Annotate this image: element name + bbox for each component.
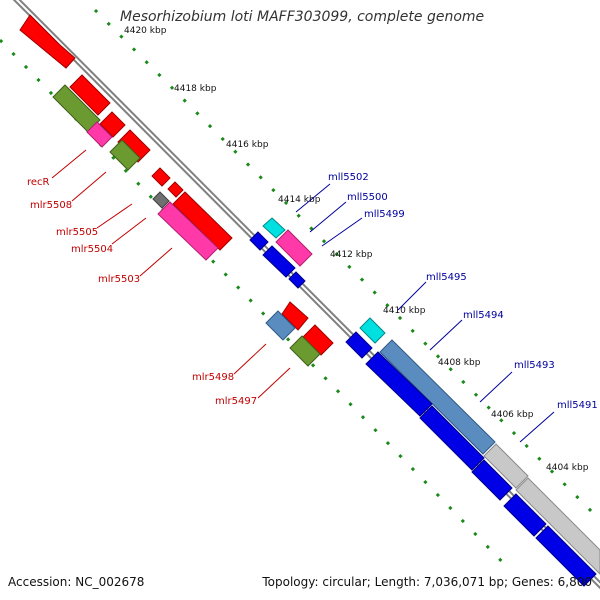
gene-label[interactable]: mlr5508 xyxy=(30,200,72,211)
gene-olive[interactable] xyxy=(109,139,141,171)
gene-label[interactable]: mll5500 xyxy=(347,192,388,203)
gene-steel-blue[interactable] xyxy=(265,310,296,341)
tick-label: 4416 kbp xyxy=(226,140,269,150)
gene-label[interactable]: mlr5503 xyxy=(98,274,140,285)
outer-scale-line xyxy=(93,8,600,522)
leader-line xyxy=(51,149,87,179)
accession-text: Accession: NC_002678 xyxy=(8,575,145,589)
gene-label[interactable]: mlr5504 xyxy=(71,244,113,255)
leader-line xyxy=(233,343,267,375)
gene-olive[interactable] xyxy=(289,335,321,367)
scale-lines xyxy=(0,8,600,572)
gene-label[interactable]: mll5499 xyxy=(364,209,405,220)
leader-line xyxy=(139,247,173,277)
gene-reverse[interactable] xyxy=(249,231,269,251)
leader-line xyxy=(397,281,427,311)
forward-genes xyxy=(19,14,334,356)
gene-label[interactable]: mll5495 xyxy=(426,272,467,283)
tick-labels: 4420 kbp 4418 kbp 4416 kbp 4414 kbp 4412… xyxy=(124,26,589,473)
reverse-gene-labels: mll5502 mll5500 mll5499 mll5495 mll5494 … xyxy=(328,172,598,411)
gene-label[interactable]: mll5493 xyxy=(514,360,555,371)
gene-pink[interactable] xyxy=(157,201,219,261)
tick-label: 4410 kbp xyxy=(383,306,426,316)
gene-gray-dark[interactable] xyxy=(152,191,170,209)
gene-cyan[interactable] xyxy=(262,217,286,239)
gene-pink[interactable] xyxy=(275,229,313,267)
gene-reverse[interactable] xyxy=(365,351,433,417)
gene-forward[interactable] xyxy=(281,301,309,331)
leader-line xyxy=(519,411,555,443)
gene-forward[interactable] xyxy=(151,167,171,187)
gene-label[interactable]: mlr5505 xyxy=(56,227,98,238)
forward-gene-labels: recR mlr5508 mlr5505 mlr5504 mlr5503 mlr… xyxy=(27,177,257,407)
gene-gray[interactable] xyxy=(515,477,600,575)
gene-forward[interactable] xyxy=(19,14,76,69)
leader-line xyxy=(429,319,463,351)
leader-line xyxy=(111,217,147,245)
leader-line xyxy=(479,371,513,403)
gene-forward[interactable] xyxy=(117,129,151,163)
tick-label: 4408 kbp xyxy=(438,358,481,368)
gene-reverse[interactable] xyxy=(503,493,547,537)
leader-line xyxy=(71,171,107,202)
gene-forward[interactable] xyxy=(302,324,334,356)
gene-reverse[interactable] xyxy=(471,459,513,501)
tick-label: 4418 kbp xyxy=(174,84,217,94)
gene-label[interactable]: mll5494 xyxy=(463,310,504,321)
gene-forward[interactable] xyxy=(172,191,233,251)
gene-forward[interactable] xyxy=(69,74,111,116)
gene-steel-blue[interactable] xyxy=(379,339,496,455)
tick-label: 4412 kbp xyxy=(330,250,373,260)
gene-label[interactable]: mlr5498 xyxy=(192,372,234,383)
gene-label[interactable]: mll5502 xyxy=(328,172,369,183)
leader-line xyxy=(295,183,331,213)
leader-line xyxy=(309,201,347,233)
reverse-genes xyxy=(249,217,600,587)
gene-reverse[interactable] xyxy=(345,331,373,359)
leader-line xyxy=(321,217,363,247)
gene-reverse[interactable] xyxy=(288,271,306,289)
gene-reverse[interactable] xyxy=(535,525,597,587)
leader-line xyxy=(257,367,291,399)
gene-reverse[interactable] xyxy=(419,405,485,471)
gene-pink[interactable] xyxy=(86,121,113,148)
tick-label: 4420 kbp xyxy=(124,26,167,36)
map-title: Mesorhizobium loti MAFF303099, complete … xyxy=(120,9,485,25)
gene-label[interactable]: mlr5497 xyxy=(215,396,257,407)
forward-genes-colored xyxy=(52,84,321,367)
gene-reverse[interactable] xyxy=(262,245,296,278)
leader-lines xyxy=(51,149,555,443)
tick-label: 4414 kbp xyxy=(278,195,321,205)
tick-label: 4404 kbp xyxy=(546,463,589,473)
inner-scale-line xyxy=(0,38,512,572)
tick-label: 4406 kbp xyxy=(491,410,534,420)
leader-line xyxy=(96,203,133,229)
gene-forward[interactable] xyxy=(99,111,126,138)
gene-label[interactable]: recR xyxy=(27,177,50,188)
gene-forward[interactable] xyxy=(167,181,184,198)
genome-summary-text: Topology: circular; Length: 7,036,071 bp… xyxy=(262,575,592,589)
gene-label[interactable]: mll5491 xyxy=(557,400,598,411)
gene-gray[interactable] xyxy=(483,443,529,489)
gene-cyan[interactable] xyxy=(359,317,386,344)
